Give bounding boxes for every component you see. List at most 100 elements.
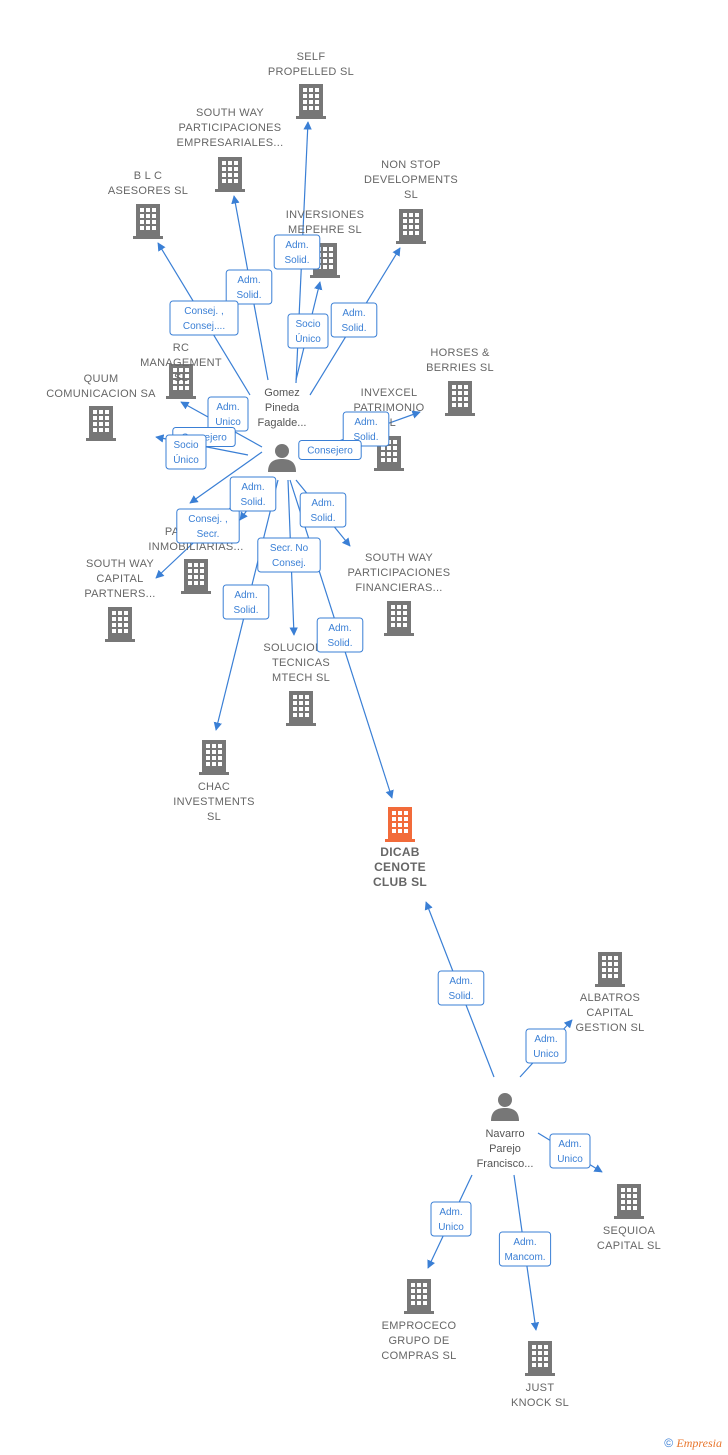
person-label: Pineda — [265, 402, 300, 414]
edge-label-text: Adm. — [558, 1139, 581, 1150]
person-node-gomez[interactable]: GomezPinedaFagalde... — [258, 387, 307, 472]
company-node-southway_cap[interactable]: SOUTH WAYCAPITALPARTNERS... — [84, 558, 155, 642]
edge-label-box — [229, 476, 277, 512]
company-label: ASESORES SL — [108, 185, 188, 197]
company-label: EMPRESARIALES... — [177, 137, 284, 149]
building-icon — [396, 209, 426, 244]
edge-label-gomez-invexcel[interactable]: Adm.Solid. — [342, 411, 390, 447]
edge-label-gomez-chac[interactable]: Adm.Solid. — [222, 584, 270, 620]
building-icon — [199, 740, 229, 775]
company-node-southway_emp[interactable]: SOUTH WAYPARTICIPACIONESEMPRESARIALES... — [177, 107, 284, 192]
edge-label-gomez-blc[interactable]: Consej. ,Consej.... — [169, 300, 239, 336]
edge-label-gomez-southway_emp[interactable]: Adm.Solid. — [225, 269, 273, 305]
person-icon — [268, 444, 296, 472]
edge-label-text: Secr. — [197, 529, 220, 540]
company-label: PARTNERS... — [84, 588, 155, 600]
company-label: TECNICAS — [272, 657, 330, 669]
company-label: SOUTH WAY — [365, 552, 433, 564]
company-node-mepehre[interactable]: INVERSIONES MEPEHRE SL — [286, 209, 365, 278]
building-icon — [445, 381, 475, 416]
edge-label-text: Consejero — [307, 446, 353, 457]
edge-label-gomez-self[interactable]: Adm. Solid. — [273, 234, 321, 270]
company-label: CENOTE — [374, 860, 426, 874]
edge-label-navarro-emproceco[interactable]: Adm.Unico — [430, 1201, 472, 1237]
building-icon — [286, 691, 316, 726]
company-node-horses[interactable]: HORSES &BERRIES SL — [426, 347, 494, 416]
edge-label-box — [430, 1201, 472, 1237]
edge-label-navarro-dicab[interactable]: Adm.Solid. — [437, 970, 485, 1006]
building-icon — [404, 1279, 434, 1314]
person-label: Gomez — [264, 387, 299, 399]
edge-label-text: Adm. — [534, 1034, 557, 1045]
company-node-southway_fin[interactable]: SOUTH WAYPARTICIPACIONESFINANCIERAS... — [348, 552, 451, 636]
edge-label-text: Unico — [215, 417, 241, 428]
footer-brand[interactable]: © Empresia — [664, 1436, 722, 1451]
company-label: GRUPO DE — [388, 1335, 449, 1347]
edge-label-text: Único — [173, 453, 199, 466]
building-icon — [215, 157, 245, 192]
edge-label-gomez-horses[interactable]: Consejero — [298, 440, 362, 460]
company-label: SOUTH WAY — [196, 107, 264, 119]
company-label: FINANCIERAS... — [355, 582, 442, 594]
edge-label-text: Adm. — [237, 275, 260, 286]
edge-label-box — [169, 300, 239, 336]
edge-label-text: Unico — [557, 1154, 583, 1165]
edge-label-navarro-albatros[interactable]: Adm.Unico — [525, 1028, 567, 1064]
company-label: CHAC — [198, 781, 230, 793]
edge-label-navarro-sequioa[interactable]: Adm. Unico — [549, 1133, 591, 1169]
building-icon — [133, 204, 163, 239]
edge-label-box — [525, 1028, 567, 1064]
company-label: SL — [174, 372, 188, 384]
edge-label-text: Adm. — [285, 240, 308, 251]
edge-label-text: Consej.... — [183, 321, 225, 332]
company-label: INVESTMENTS — [173, 796, 255, 808]
company-label: SL — [207, 811, 221, 823]
person-node-navarro[interactable]: NavarroParejoFrancisco... — [477, 1093, 534, 1170]
edge-label-gomez-southway_fin[interactable]: Adm.Solid. — [299, 492, 347, 528]
company-node-chac[interactable]: CHAC INVESTMENTS SL — [173, 740, 255, 823]
edge-label-text: Mancom. — [504, 1252, 545, 1263]
edge-label-gomez-nonstop[interactable]: Adm.Solid. — [330, 302, 378, 338]
company-label: NON STOP — [381, 159, 441, 171]
company-label: EMPROCECO — [382, 1320, 457, 1332]
edge-label-text: Adm. — [328, 623, 351, 634]
edge-label-navarro-justknock[interactable]: Adm.Mancom. — [498, 1231, 552, 1267]
building-icon — [595, 952, 625, 987]
company-label: KNOCK SL — [511, 1397, 569, 1409]
edge-label-gomez-rc[interactable]: Adm.Unico — [207, 396, 249, 432]
company-label: HORSES & — [430, 347, 490, 359]
building-focus-icon — [385, 807, 415, 842]
edge-label-text: Consej. — [272, 558, 306, 569]
edge-label-box — [165, 434, 207, 470]
edge-label-gomez-so_inmob2[interactable]: Adm.Solid. — [229, 476, 277, 512]
edge-label-gomez-southway_cap[interactable]: Consej. ,Secr. — [176, 508, 240, 544]
edge-label-text: Solid. — [284, 255, 309, 266]
company-label: MANAGEMENT — [140, 357, 222, 369]
company-label: INVERSIONES — [286, 209, 365, 221]
company-label: MEPEHRE SL — [288, 224, 362, 236]
edge-label-box — [316, 617, 364, 653]
company-label: PATRIMONIO — [353, 402, 424, 414]
edge-label-box — [299, 492, 347, 528]
company-label: MTECH SL — [272, 672, 330, 684]
company-label: CAPITAL SL — [597, 1240, 661, 1252]
edge-label-gomez-dicab[interactable]: Adm.Solid. — [316, 617, 364, 653]
company-label: INVEXCEL — [361, 387, 418, 399]
copyright-icon: © — [664, 1436, 674, 1450]
company-node-invexcel[interactable]: INVEXCELPATRIMONIOSL — [353, 387, 424, 471]
